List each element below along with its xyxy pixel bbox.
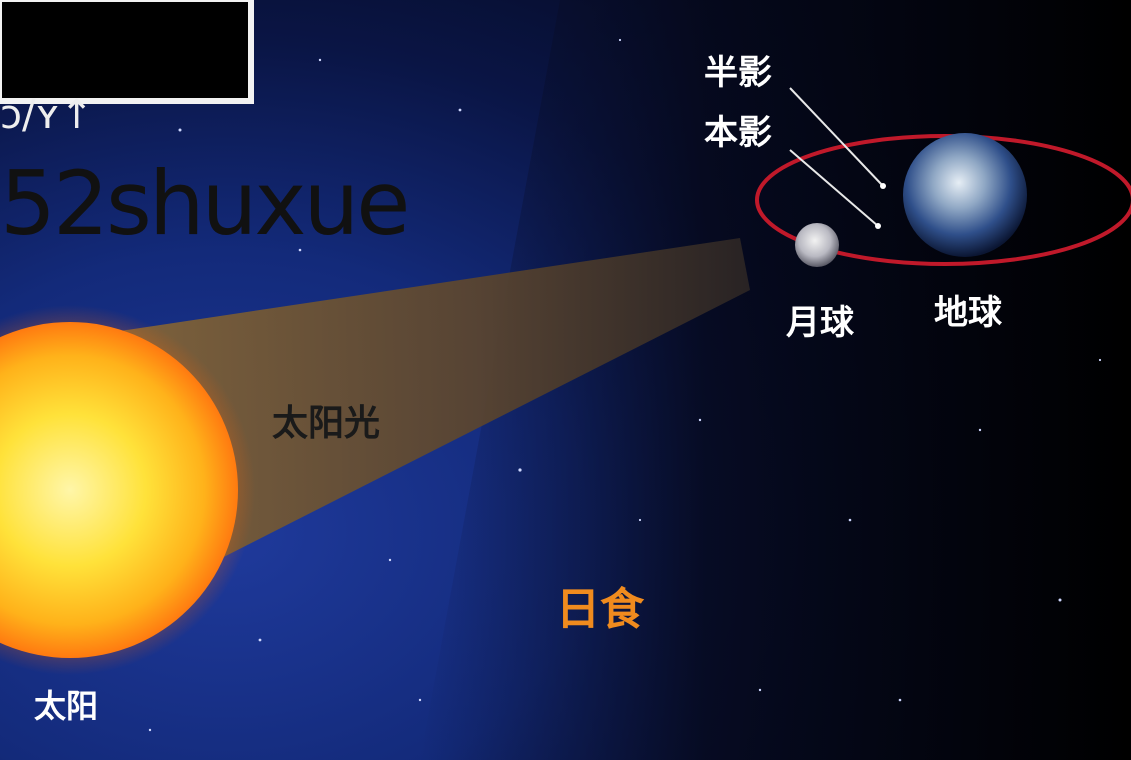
penumbra-dot <box>880 183 886 189</box>
umbra-dot <box>875 223 881 229</box>
earth-label: 地球 <box>934 293 1002 333</box>
penumbra-label: 半影 <box>704 53 772 93</box>
watermark-text: 52shuxue <box>0 152 410 255</box>
umbra-label: 本影 <box>704 113 772 153</box>
solar-eclipse-label: 日食 <box>556 584 644 635</box>
moon-orbit <box>755 134 1131 266</box>
earth <box>903 133 1027 257</box>
stars <box>148 38 1102 732</box>
watermark-fragment: ɔ/ʏ↑ <box>0 92 94 138</box>
umbra-pointer <box>789 149 879 227</box>
sun-label: 太阳 <box>34 687 99 725</box>
watermark-box <box>0 0 254 104</box>
penumbra-pointer <box>789 87 884 187</box>
sunlight-label: 太阳光 <box>272 403 381 444</box>
moon <box>795 223 839 267</box>
sun <box>0 322 238 658</box>
moon-label: 月球 <box>786 303 854 343</box>
